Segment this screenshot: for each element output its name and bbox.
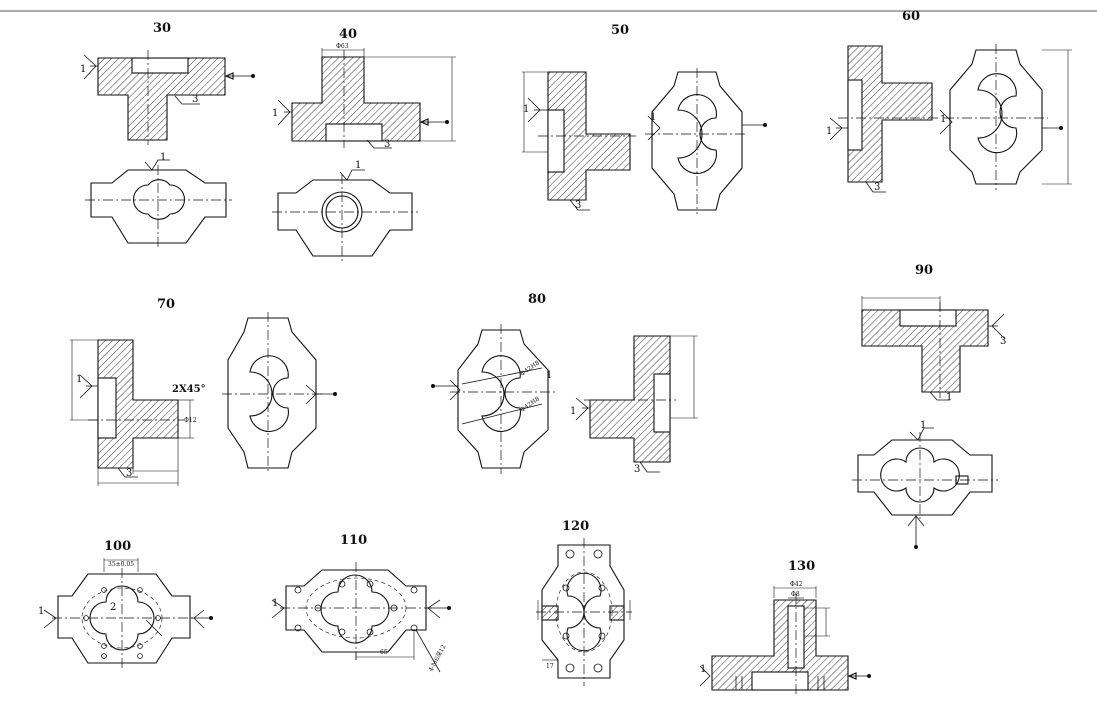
operation-30-plan-view [90,169,227,244]
operation-80-symbol-b: 1 [570,406,576,417]
operation-90-section-view [861,309,989,393]
operation-50-label: 50 [611,23,629,38]
operation-40-symbol-b: 3 [384,139,390,150]
operation-120-label: 120 [562,519,589,534]
operation-40-symbol-c: 1 [355,160,361,171]
operation-120-side-pocket-left [541,605,559,621]
operation-100: 100 35±0.05 1 2 [38,539,213,668]
operation-110: 110 65 4-M6深12 1 [271,533,451,673]
operation-50-plan-view [651,71,743,211]
operation-40-plan-view [277,179,413,257]
operation-60-symbol-a: 1 [826,126,832,137]
operation-100-label: 100 [104,539,131,554]
operation-70-bore-cut [97,377,117,439]
operation-30-bore-cut [131,57,189,74]
operation-70-label: 70 [157,297,175,312]
operation-40-dim-bore: Φ63 [336,43,349,50]
operation-110-dim-thread: 4-M6深12 [427,643,448,673]
operation-130-base-slot [751,671,809,691]
operation-80-plan-view [457,329,549,469]
operation-130-dim-pin: Φ8 [791,591,800,598]
operation-130-dim-outer: Φ42 [790,581,803,588]
operation-80-dim-bore-bottom: Φ42H8 [519,395,541,413]
operation-30: 30 1 3 1 [80,21,255,248]
operation-30-symbol-a: 1 [80,64,86,75]
operation-120-plan-view [541,544,625,679]
operation-90-symbol-a: 3 [1000,336,1006,347]
operation-90-symbol-b: 1 [946,392,952,403]
operation-80-symbol-a: 1 [546,370,552,381]
operation-50-bore-cut [547,109,565,173]
operation-80-symbol-c: 3 [634,464,640,475]
operation-120-side-pocket-right [609,605,625,621]
operation-120-dim-offset: 17 [546,663,554,670]
operation-50-symbol-b: 3 [575,200,581,211]
operation-130-section-view [711,599,849,691]
operation-110-label: 110 [340,533,367,548]
operation-60-bore-cut [847,79,863,151]
operation-50-symbol-c: 1 [650,112,656,123]
operation-100-dim-center: 35±0.05 [108,561,134,568]
operation-60-symbol-c: 1 [940,114,946,125]
operation-40: 40 Φ63 1 3 1 [272,27,456,262]
operation-100-plan-view [57,573,191,664]
operation-70-symbol-a: 1 [76,374,82,385]
operation-70: 70 Φ12 2X45° 1 3 [70,297,337,486]
operation-130-symbol-a: 1 [700,664,706,675]
operation-100-symbol-b: 2 [110,602,116,613]
operation-30-symbol-b: 3 [192,94,198,105]
operation-70-dim-diameter: Φ12 [184,417,197,424]
operation-90: 90 3 1 1 [852,263,1006,549]
operation-80-label: 80 [528,292,546,307]
operation-120: 120 17 [536,519,632,686]
operation-70-symbol-b: 3 [126,468,132,479]
operation-110-plan-view [285,569,427,653]
operation-80-bore-cut [653,373,671,433]
operation-30-section-view [97,57,226,141]
operation-70-dim-chamfer: 2X45° [172,384,206,395]
operation-40-label: 40 [339,27,357,42]
operation-60: 60 1 3 1 [826,9,1072,193]
operation-60-label: 60 [902,9,920,24]
operation-60-symbol-b: 3 [874,182,880,193]
operation-130: 130 Φ42 Φ8 1 [699,559,871,696]
operation-40-bore-cut [325,123,383,142]
operation-70-plan-view [227,317,317,469]
operation-90-plan-view [857,439,993,516]
operation-110-dim-spacing: 65 [380,649,388,656]
operation-60-section-view [847,45,933,183]
operation-90-label: 90 [915,263,933,278]
operation-90-symbol-c: 1 [920,420,926,431]
operation-40-symbol-a: 1 [272,108,278,119]
operation-80: 80 Φ42H8 Φ42H8 1 1 3 [431,292,698,475]
operation-50: 50 1 3 1 [522,23,767,214]
operation-50-symbol-a: 1 [523,104,529,115]
operation-100-symbol-a: 1 [38,606,44,617]
operation-90-bore-cut [899,309,957,327]
operation-130-label: 130 [788,559,815,574]
operation-60-plan-view [949,49,1043,185]
operation-30-label: 30 [153,21,171,36]
operation-110-symbol-a: 1 [272,598,278,609]
operation-30-symbol-c: 1 [160,152,166,163]
